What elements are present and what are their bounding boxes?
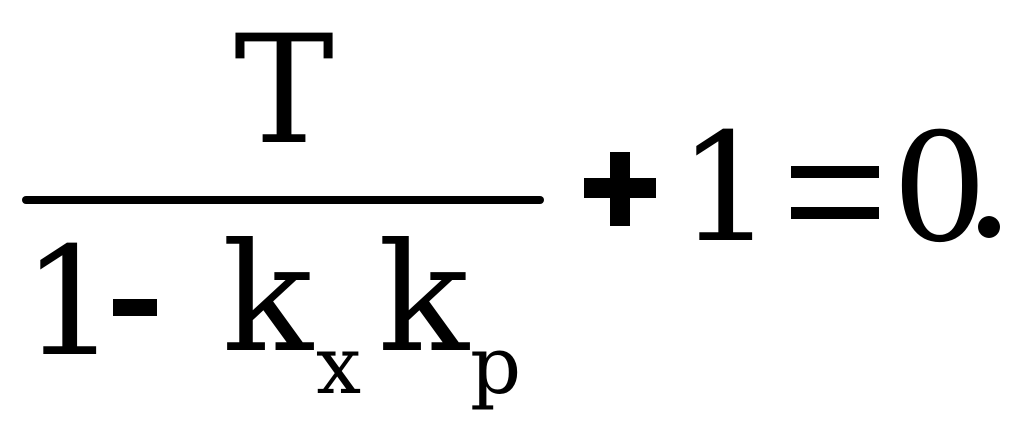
fraction-bar — [22, 196, 544, 204]
subscript-p: p — [470, 319, 522, 412]
denominator-one: 1 — [22, 216, 118, 390]
equals-sign-bottom — [791, 207, 879, 219]
period-text: . — [0, 0, 1, 1]
k-factor-2: k — [378, 212, 469, 386]
constant-one: 1 — [678, 102, 774, 276]
numerator-T: T — [234, 4, 335, 178]
plus-sign-vertical — [610, 152, 630, 226]
minus-sign — [113, 299, 157, 316]
rhs-zero: 0 — [892, 102, 988, 276]
plus-sign-text: + — [0, 0, 1, 1]
minus-sign-text: - — [0, 0, 1, 1]
equals-sign-top — [791, 166, 879, 178]
equals-sign-text: = — [0, 0, 1, 1]
subscript-x: x — [316, 319, 362, 412]
k-factor-1: k — [222, 212, 313, 386]
period-dot — [978, 216, 1000, 238]
